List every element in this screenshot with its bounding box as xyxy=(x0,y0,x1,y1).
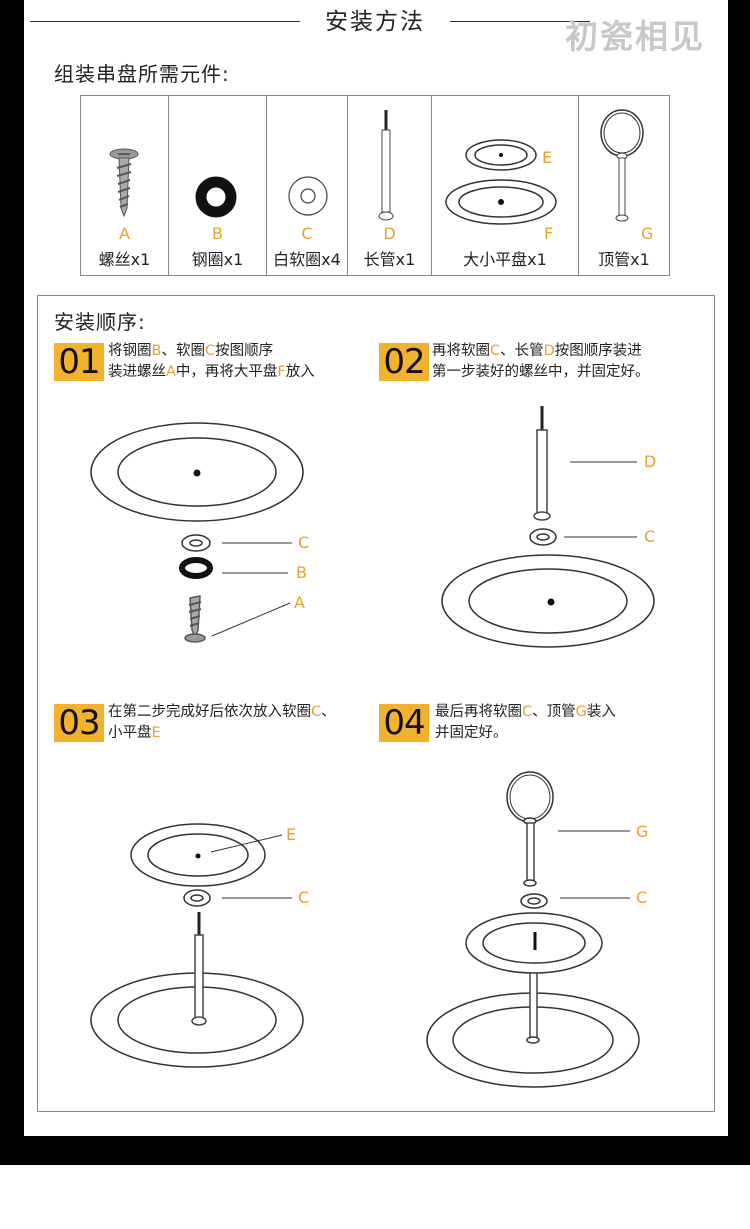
page-title: 安装方法 xyxy=(325,9,425,35)
step-text-segment: 装入 xyxy=(586,704,616,720)
step-text-segment: 按图顺序装进 xyxy=(554,343,642,359)
step-text-segment: 、长管 xyxy=(500,343,544,359)
step-number: 03 xyxy=(54,704,104,742)
part-ref: E xyxy=(151,725,161,741)
part-letter: G xyxy=(641,224,654,243)
part-ref: D xyxy=(543,343,555,359)
part-cell-steel-ring: B 钢圈x1 xyxy=(169,96,267,275)
step-text-segment: 再将软圈 xyxy=(432,343,490,359)
step-text-segment: 、 xyxy=(321,704,336,720)
title-rule-left xyxy=(30,21,300,22)
step-text-line: 第一步装好的螺丝中，并固定好。 xyxy=(432,362,650,383)
label-c: C xyxy=(298,533,310,552)
step-text: 最后再将软圈C、顶管G装入并固定好。 xyxy=(435,702,616,744)
part-letter: B xyxy=(212,224,223,243)
steps-title: 安装顺序: xyxy=(54,310,146,334)
part-name: 大小平盘x1 xyxy=(463,250,547,269)
label-d: D xyxy=(644,452,657,471)
part-ref: G xyxy=(575,704,587,720)
long-tube-icon xyxy=(378,110,394,221)
label-c: C xyxy=(644,527,656,546)
part-letter: D xyxy=(383,224,396,243)
step-text-line: 小平盘E xyxy=(108,723,336,744)
step-text-segment: 第一步装好的螺丝中，并固定好。 xyxy=(432,364,650,380)
part-ref: C xyxy=(490,343,501,359)
step-text-segment: 按图顺序 xyxy=(215,343,274,359)
step-text-segment: 、软圈 xyxy=(161,343,205,359)
part-letter: E xyxy=(542,148,553,167)
part-letter: C xyxy=(301,224,313,243)
step-text: 将钢圈B、软圈C按图顺序装进螺丝A中，再将大平盘F放入 xyxy=(108,341,315,383)
step-text-segment: 放入 xyxy=(285,364,315,380)
parts-title: 组装串盘所需元件: xyxy=(54,62,230,86)
part-name: 螺丝x1 xyxy=(98,250,151,269)
part-ref: A xyxy=(166,364,176,380)
label-c: C xyxy=(636,888,648,907)
step-text-segment: 中，再将大平盘 xyxy=(175,364,278,380)
part-cell-top-tube: G 顶管x1 xyxy=(579,96,669,275)
plates-icon xyxy=(445,139,557,225)
title-rule-right xyxy=(450,21,590,22)
step-text-segment: 将钢圈 xyxy=(108,343,152,359)
part-ref: C xyxy=(311,704,322,720)
step-text: 在第二步完成好后依次放入软圈C、小平盘E xyxy=(108,702,336,744)
part-name: 长管x1 xyxy=(363,250,416,269)
step-text-line: 并固定好。 xyxy=(435,723,616,744)
part-ref: B xyxy=(151,343,162,359)
step-text-segment: 小平盘 xyxy=(108,725,152,741)
part-ref: F xyxy=(277,364,286,380)
part-letter: F xyxy=(544,224,554,243)
steel-ring-icon xyxy=(195,176,237,218)
step-number: 04 xyxy=(379,704,429,742)
part-ref: C xyxy=(522,704,533,720)
step-text-segment: 装进螺丝 xyxy=(108,364,166,380)
top-tube-icon xyxy=(600,109,644,222)
part-cell-screw: A 螺丝x1 xyxy=(81,96,169,275)
label-e: E xyxy=(286,825,297,844)
part-cell-long-tube: D 长管x1 xyxy=(348,96,432,275)
brand-watermark: 初瓷相见 xyxy=(565,17,705,56)
step-number: 02 xyxy=(379,343,429,381)
parts-table: A 螺丝x1 B 钢圈x1 C 白软圈x4 D 长管x1 xyxy=(80,95,670,276)
step-text-segment: 、顶管 xyxy=(532,704,576,720)
step-text-line: 在第二步完成好后依次放入软圈C、 xyxy=(108,702,336,723)
step-text-line: 将钢圈B、软圈C按图顺序 xyxy=(108,341,315,362)
label-b: B xyxy=(296,563,307,582)
part-letter: A xyxy=(119,224,130,243)
step-text: 再将软圈C、长管D按图顺序装进第一步装好的螺丝中，并固定好。 xyxy=(432,341,650,383)
label-a: A xyxy=(294,593,305,612)
step-text-line: 装进螺丝A中，再将大平盘F放入 xyxy=(108,362,315,383)
step-text-line: 再将软圈C、长管D按图顺序装进 xyxy=(432,341,650,362)
step-text-segment: 在第二步完成好后依次放入软圈 xyxy=(108,704,311,720)
step-text-line: 最后再将软圈C、顶管G装入 xyxy=(435,702,616,723)
part-name: 顶管x1 xyxy=(598,250,650,269)
soft-ring-icon xyxy=(288,176,328,216)
screw-icon xyxy=(109,148,139,218)
step-text-segment: 并固定好。 xyxy=(435,725,508,741)
part-name: 白软圈x4 xyxy=(273,250,341,269)
steps-box xyxy=(37,295,715,1112)
part-cell-soft-ring: C 白软圈x4 xyxy=(267,96,348,275)
part-cell-plates: E F 大小平盘x1 xyxy=(432,96,579,275)
part-name: 钢圈x1 xyxy=(191,250,244,269)
label-g: G xyxy=(636,822,649,841)
step-text-segment: 最后再将软圈 xyxy=(435,704,522,720)
step-number: 01 xyxy=(54,343,104,381)
part-ref: C xyxy=(204,343,216,359)
label-c: C xyxy=(298,888,310,907)
